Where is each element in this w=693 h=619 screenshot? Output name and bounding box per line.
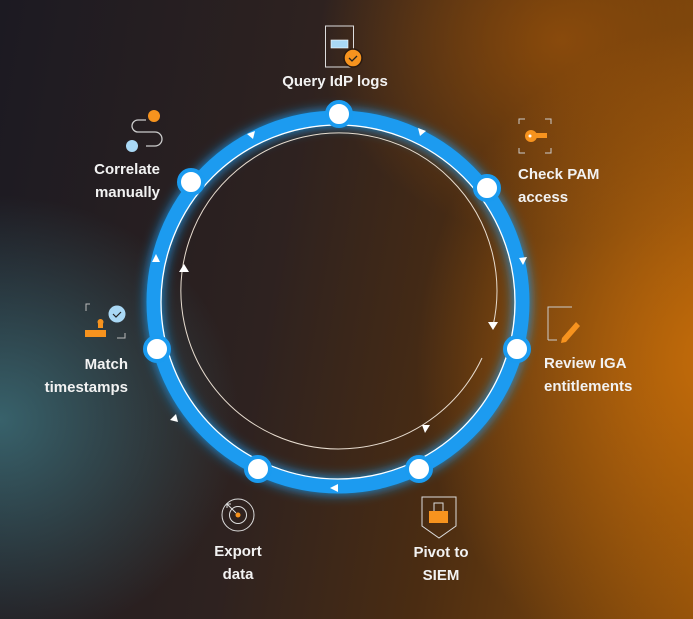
ring-arrows [152, 128, 527, 492]
node-review-iga [503, 335, 531, 363]
step-text: Export [214, 543, 262, 560]
step-label-export-data: Export data [214, 540, 262, 586]
step-text: Match [84, 356, 128, 373]
step-text: entitlements [544, 378, 633, 395]
stamp-check-icon [85, 303, 126, 339]
ring-inner-line [160, 124, 516, 480]
step-text: access [518, 189, 569, 206]
target-icon [221, 498, 255, 532]
arrow-head [488, 322, 498, 330]
shield-lock-icon [421, 496, 457, 539]
step-text: Review IGA [544, 355, 627, 372]
step-text: data [222, 566, 254, 583]
step-label-match-timestamps: Match timestamps [45, 353, 128, 399]
step-label-pivot-siem: Pivot to SIEM [414, 541, 469, 587]
key-icon [518, 118, 552, 154]
step-label-review-iga: Review IGA entitlements [544, 352, 632, 398]
document-pencil-icon [547, 306, 580, 343]
path-icon [126, 110, 163, 152]
arrow-head [179, 264, 189, 272]
node-query-idp [325, 100, 353, 128]
step-label-query-idp-logs: Query IdP logs [282, 70, 388, 93]
step-text: Pivot to [413, 544, 469, 561]
step-text: timestamps [44, 379, 128, 396]
node-pivot-siem [405, 455, 433, 483]
step-text: Check PAM [518, 166, 600, 183]
cycle-ring [146, 110, 530, 494]
node-check-pam [473, 174, 501, 202]
step-label-correlate-manually: Correlate manually [94, 158, 160, 204]
node-export-data [244, 455, 272, 483]
step-text: manually [94, 184, 160, 201]
node-match-timestamps [143, 335, 171, 363]
step-text: SIEM [422, 567, 460, 584]
log-document-check-icon [325, 25, 363, 68]
step-text: Query IdP logs [282, 73, 388, 90]
inner-cycle-arc [180, 132, 498, 450]
step-nodes [143, 100, 531, 483]
node-correlate [177, 168, 205, 196]
step-text: Correlate [94, 161, 160, 178]
step-label-check-pam: Check PAM access [518, 163, 599, 209]
